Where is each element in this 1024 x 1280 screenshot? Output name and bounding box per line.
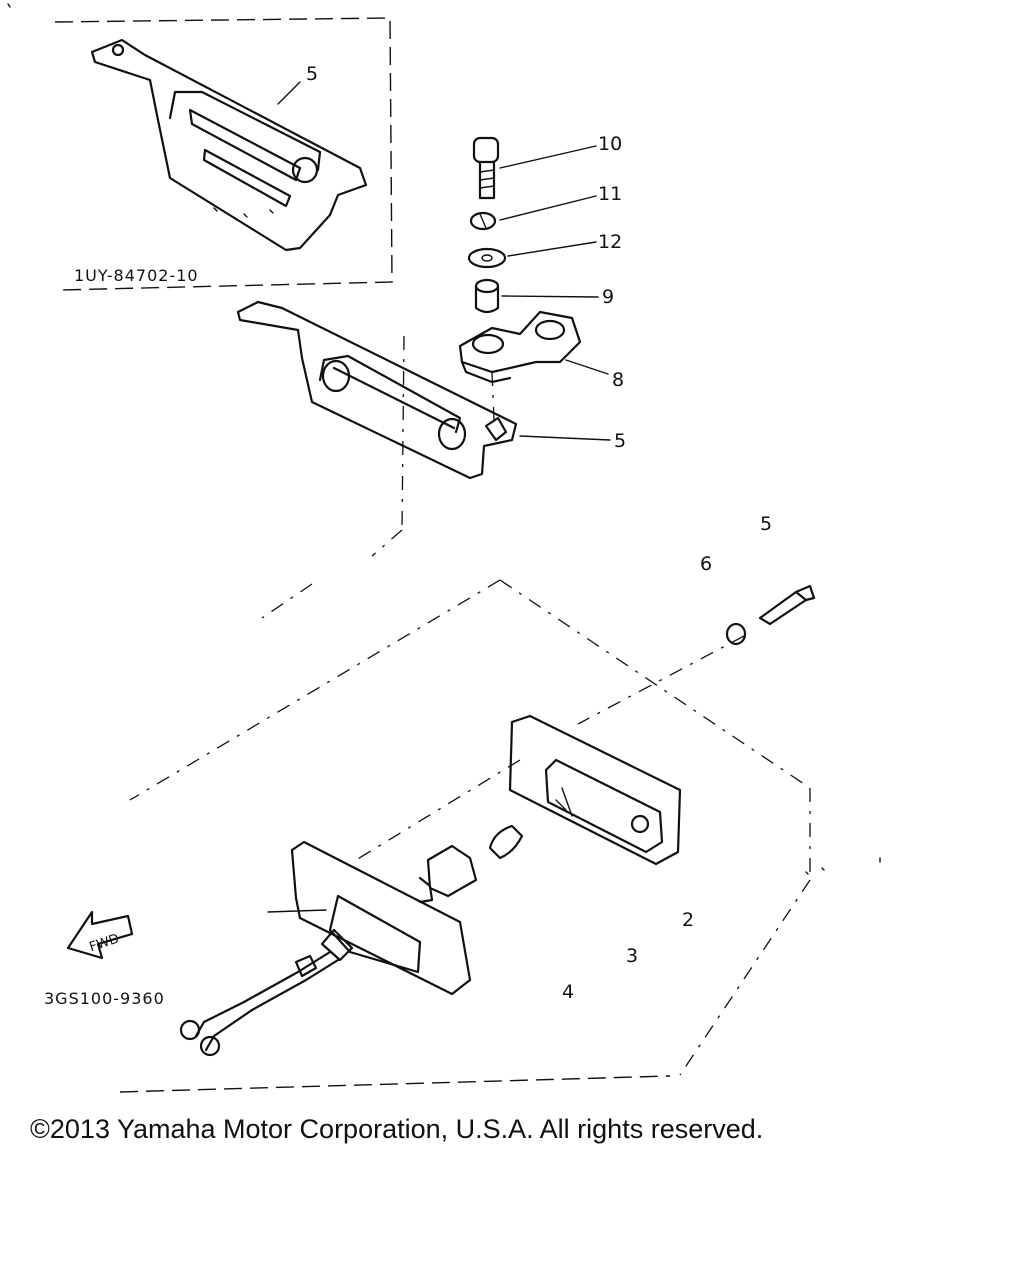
callout-11: 11 xyxy=(598,183,622,205)
callout-5-inset: 5 xyxy=(306,63,318,85)
copyright-notice: ©2013 Yamaha Motor Corporation, U.S.A. A… xyxy=(30,1114,764,1144)
callout-6: 5 xyxy=(760,513,772,535)
callout-10: 10 xyxy=(598,133,622,155)
callout-4: 4 xyxy=(562,981,574,1003)
lens-2 xyxy=(508,714,682,866)
holder-8 xyxy=(458,310,582,384)
socket xyxy=(418,844,478,904)
bracket-5 xyxy=(236,300,518,480)
callout-9: 9 xyxy=(602,286,614,308)
light-body-4 xyxy=(267,840,472,996)
callout-2: 2 xyxy=(682,909,694,931)
bulb-3 xyxy=(488,824,524,860)
fwd-label: FWD xyxy=(88,931,121,955)
callout-5: 5 xyxy=(614,430,626,452)
callout-8: 8 xyxy=(612,369,624,391)
parts-diagram: 5 1UY-84702-10 10 11 12 9 8 xyxy=(7,3,881,1093)
washer-7 xyxy=(725,622,747,646)
inset-part-code: 1UY-84702-10 xyxy=(74,266,199,285)
inset-bracket xyxy=(90,38,368,252)
callout-7: 6 xyxy=(700,553,712,575)
drawing-code: 3GS100-9360 xyxy=(44,989,165,1008)
bolt-10 xyxy=(472,136,500,200)
lock-washer-11 xyxy=(469,211,497,231)
wire-harness xyxy=(179,950,340,1057)
washer-12 xyxy=(467,247,507,269)
fwd-arrow: FWD xyxy=(66,910,134,960)
callout-12: 12 xyxy=(598,231,622,253)
collar-9 xyxy=(474,278,500,314)
callout-3: 3 xyxy=(626,945,638,967)
inset-frame xyxy=(54,17,393,291)
screw-6 xyxy=(758,584,816,626)
